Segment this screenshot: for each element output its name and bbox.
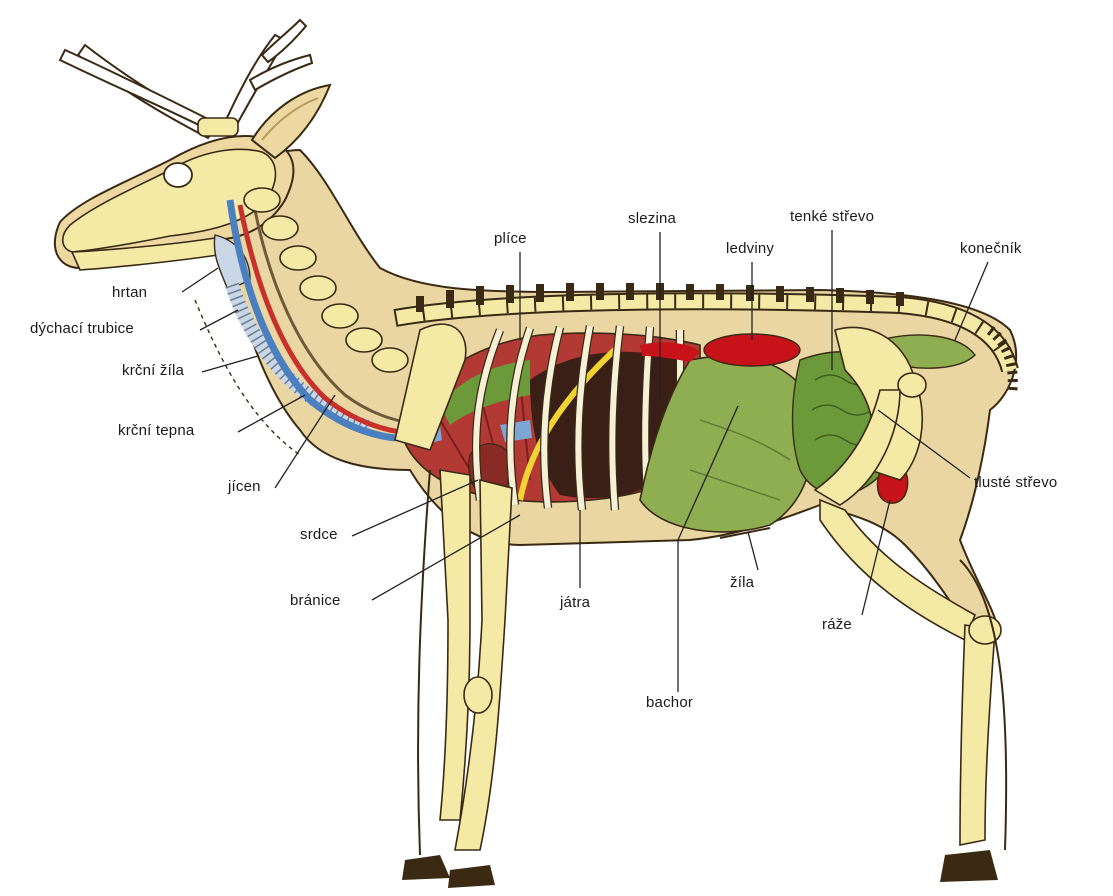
label-krcni-zila: krční žíla <box>122 362 184 380</box>
label-tenke-strevo: tenké střevo <box>790 208 874 226</box>
label-slezina: slezina <box>628 210 676 228</box>
label-ledviny: ledviny <box>726 240 774 258</box>
label-dychaci-trubice: dýchací trubice <box>30 320 134 338</box>
label-jatra: játra <box>560 594 590 612</box>
eye-socket <box>164 163 192 187</box>
label-plice: plíce <box>494 230 527 248</box>
label-jicen: jícen <box>228 478 261 496</box>
hip-joint <box>898 373 926 397</box>
label-bachor: bachor <box>646 694 693 712</box>
label-konecnik: konečník <box>960 240 1022 258</box>
front-hoof-1 <box>402 855 450 880</box>
label-raze: ráže <box>822 616 852 634</box>
label-krcni-tepna: krční tepna <box>118 422 194 440</box>
antler-base <box>198 118 238 136</box>
label-zila: žíla <box>730 574 754 592</box>
label-hrtan: hrtan <box>112 284 147 302</box>
label-tluste-strevo: tlusté střevo <box>974 474 1057 492</box>
label-branice: bránice <box>290 592 341 610</box>
hind-cannon <box>960 625 995 845</box>
front-hoof-2 <box>448 865 495 888</box>
front-knee <box>464 677 492 713</box>
hind-hoof <box>940 850 998 882</box>
label-srdce: srdce <box>300 526 338 544</box>
front-leg-skin <box>418 470 430 855</box>
ear <box>252 85 330 158</box>
front-leg-back <box>440 470 470 820</box>
